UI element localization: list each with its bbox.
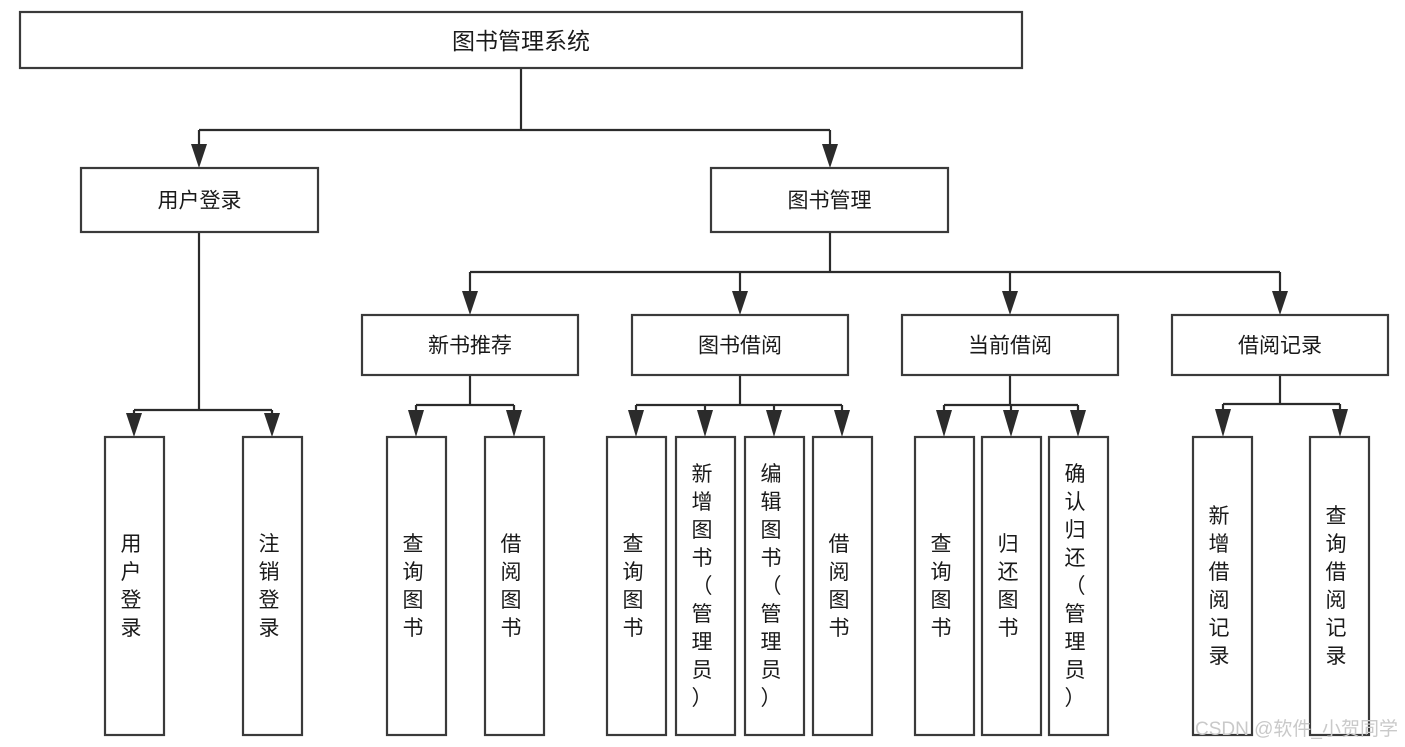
leaf-query-record-box[interactable] (1308, 435, 1371, 737)
leaf-return-book[interactable]: 归还图书 (980, 435, 1043, 737)
arrowhead-leaf-user-login (126, 413, 142, 437)
node-new-book-rec-box[interactable] (360, 313, 580, 377)
leaf-query-book-2-label: 查询图书 (623, 533, 651, 640)
edge-group-root-to-level2 (191, 68, 838, 168)
edge-group-userlogin-to-leaves (126, 232, 280, 437)
node-book-borrow-label: 图书借阅 (698, 335, 782, 358)
leaf-logout-box[interactable] (241, 435, 304, 737)
arrowhead-leaf-edit-book (766, 410, 782, 437)
leaf-query-record-label: 查询借阅记录 (1326, 505, 1354, 668)
leaf-query-book-2-box[interactable] (605, 435, 668, 737)
node-current-borrow-label: 当前借阅 (968, 335, 1052, 358)
leaf-user-login[interactable]: 用户登录 (103, 435, 166, 737)
leaf-borrow-book-2-label: 借阅图书 (829, 533, 857, 640)
leaf-query-book-1[interactable]: 查询图书 (385, 435, 448, 737)
leaf-edit-book[interactable]: 编辑图书（管理员） (743, 435, 806, 737)
arrowhead-new-book-rec (462, 291, 478, 315)
arrowhead-user-login (191, 144, 207, 168)
leaf-add-record-label: 新增借阅记录 (1209, 505, 1237, 668)
arrowhead-book-manage (822, 144, 838, 168)
arrowhead-leaf-return-book (1003, 410, 1019, 437)
arrowhead-borrow-record (1272, 291, 1288, 315)
edge-group-newbook-to-leaves (408, 375, 522, 437)
arrowhead-leaf-add-record (1215, 409, 1231, 437)
node-user-login[interactable]: 用户登录 (79, 166, 320, 234)
leaf-borrow-book-1-box[interactable] (483, 435, 546, 737)
leaf-add-record[interactable]: 新增借阅记录 (1191, 435, 1254, 737)
node-user-login-box[interactable] (79, 166, 320, 234)
arrowhead-leaf-query-book-1 (408, 410, 424, 437)
leaf-logout-label: 注销登录 (259, 533, 287, 640)
arrowhead-leaf-confirm-return (1070, 410, 1086, 437)
arrowhead-book-borrow (732, 291, 748, 315)
leaf-query-record[interactable]: 查询借阅记录 (1308, 435, 1371, 737)
arrowhead-current-borrow (1002, 291, 1018, 315)
leaf-add-book-box[interactable] (674, 435, 737, 737)
node-root-box[interactable] (18, 10, 1024, 70)
leaf-query-book-3-label: 查询图书 (931, 533, 959, 640)
leaf-query-book-3-box[interactable] (913, 435, 976, 737)
edge-group-bookborrow-to-leaves (628, 375, 850, 437)
node-root-label: 图书管理系统 (452, 28, 590, 54)
node-book-manage[interactable]: 图书管理 (709, 166, 950, 234)
leaf-confirm-return-label: 确认归还（管理员） (1065, 463, 1093, 710)
arrowhead-leaf-add-book (697, 410, 713, 437)
leaf-borrow-book-2-box[interactable] (811, 435, 874, 737)
arrowhead-leaf-logout (264, 413, 280, 437)
csdn-watermark: CSDN @软件_小贺同学 (1195, 718, 1398, 740)
node-book-manage-label: 图书管理 (788, 190, 872, 213)
leaf-add-book[interactable]: 新增图书（管理员） (674, 435, 737, 737)
node-new-book-rec[interactable]: 新书推荐 (360, 313, 580, 377)
node-root[interactable]: 图书管理系统 (18, 10, 1024, 70)
arrowhead-leaf-query-record (1332, 409, 1348, 437)
node-book-manage-box[interactable] (709, 166, 950, 234)
arrowhead-leaf-query-book-2 (628, 410, 644, 437)
leaf-confirm-return-box[interactable] (1047, 435, 1110, 737)
leaf-edit-book-label: 编辑图书（管理员） (761, 463, 789, 710)
node-borrow-record-box[interactable] (1170, 313, 1390, 377)
node-book-borrow[interactable]: 图书借阅 (630, 313, 850, 377)
leaf-user-login-box[interactable] (103, 435, 166, 737)
arrowhead-leaf-borrow-book-2 (834, 410, 850, 437)
node-new-book-rec-label: 新书推荐 (428, 335, 512, 358)
node-borrow-record[interactable]: 借阅记录 (1170, 313, 1390, 377)
arrowhead-leaf-borrow-book-1 (506, 410, 522, 437)
edge-group-bookmanage-to-level3 (462, 232, 1288, 315)
leaf-query-book-2[interactable]: 查询图书 (605, 435, 668, 737)
leaf-borrow-book-1[interactable]: 借阅图书 (483, 435, 546, 737)
edge-group-borrowrecord-to-leaves (1215, 375, 1348, 437)
node-book-borrow-box[interactable] (630, 313, 850, 377)
leaf-borrow-book-1-label: 借阅图书 (501, 533, 529, 640)
leaf-edit-book-box[interactable] (743, 435, 806, 737)
leaf-confirm-return[interactable]: 确认归还（管理员） (1047, 435, 1110, 737)
leaf-query-book-1-label: 查询图书 (403, 533, 431, 640)
leaf-query-book-3[interactable]: 查询图书 (913, 435, 976, 737)
leaf-return-book-label: 归还图书 (998, 533, 1026, 640)
node-borrow-record-label: 借阅记录 (1238, 335, 1322, 358)
leaf-add-book-label: 新增图书（管理员） (692, 463, 720, 710)
node-user-login-label: 用户登录 (158, 190, 242, 213)
leaf-logout[interactable]: 注销登录 (241, 435, 304, 737)
edge-group-currentborrow-to-leaves (936, 375, 1086, 437)
arrowhead-leaf-query-book-3 (936, 410, 952, 437)
leaf-user-login-label: 用户登录 (121, 533, 149, 640)
leaf-query-book-1-box[interactable] (385, 435, 448, 737)
node-current-borrow-box[interactable] (900, 313, 1120, 377)
leaf-add-record-box[interactable] (1191, 435, 1254, 737)
leaf-return-book-box[interactable] (980, 435, 1043, 737)
leaf-borrow-book-2[interactable]: 借阅图书 (811, 435, 874, 737)
node-current-borrow[interactable]: 当前借阅 (900, 313, 1120, 377)
